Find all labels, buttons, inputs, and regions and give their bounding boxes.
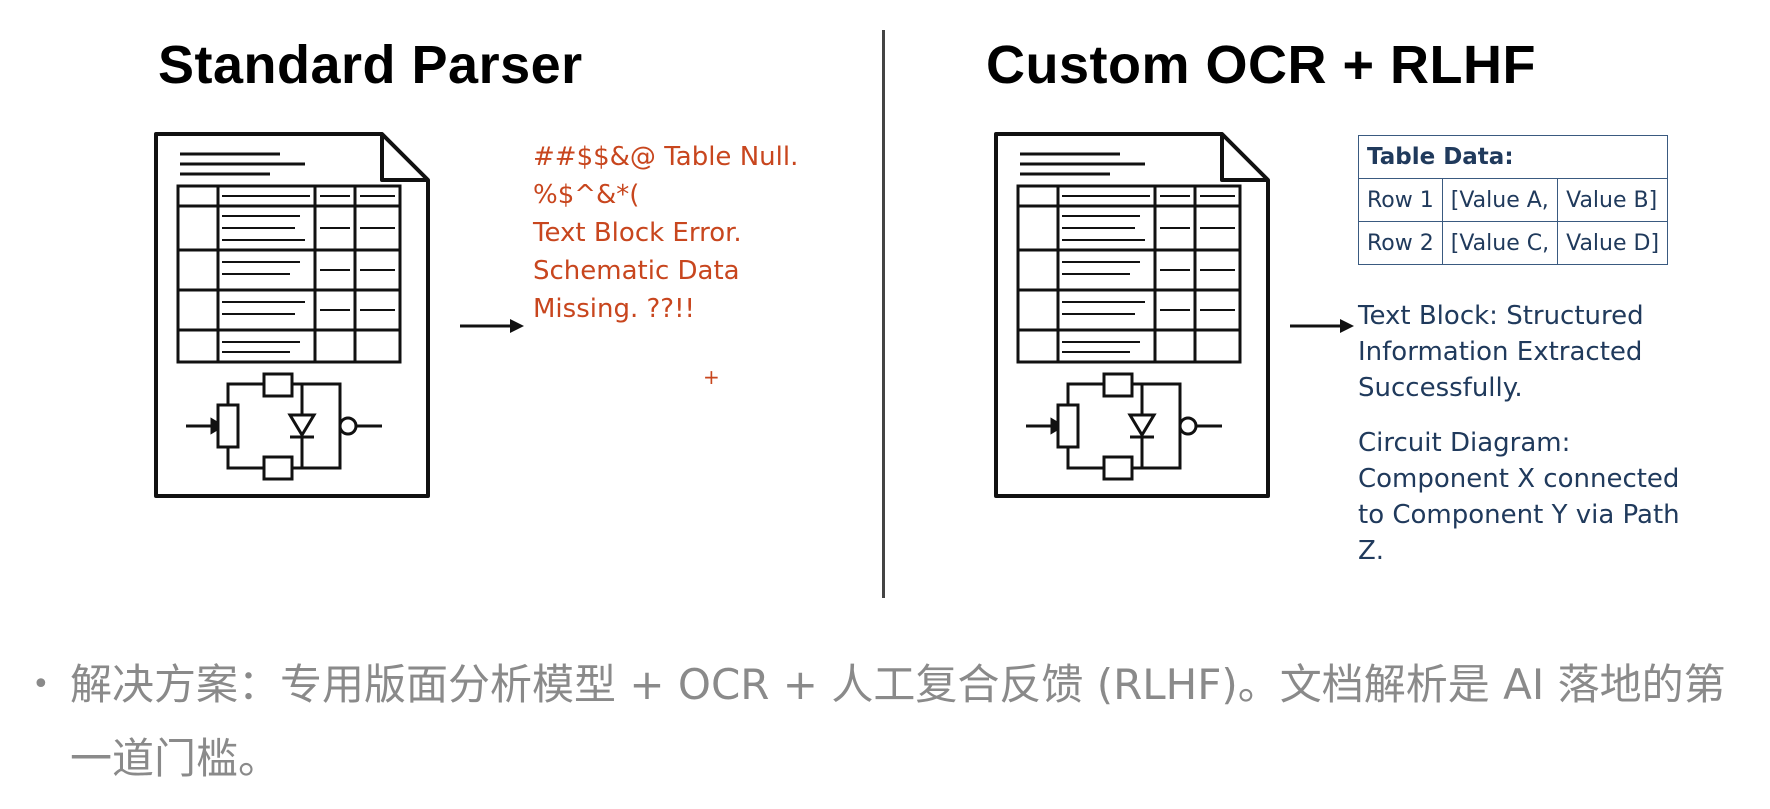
document-with-table-and-circuit-icon <box>154 132 430 498</box>
extracted-table: Table Data: Row 1 [Value A, Value B] Row… <box>1357 135 1669 265</box>
table-title: Table Data: <box>1357 135 1669 179</box>
arrow-right <box>1290 316 1356 340</box>
document-icon-left <box>150 130 434 502</box>
error-line: Missing. ??!! <box>533 294 695 324</box>
table-cell: [Value A, <box>1441 178 1559 222</box>
text-block-result: Text Block: Structured Information Extra… <box>1358 301 1644 403</box>
document-icon-right <box>990 130 1274 502</box>
custom-ocr-heading: Custom OCR + RLHF <box>986 35 1537 95</box>
error-line: %$^&*( <box>533 180 640 210</box>
arrow-left <box>460 316 526 340</box>
table-row: Row 2 [Value C, Value D] <box>1358 221 1669 265</box>
circuit-diagram-result: Circuit Diagram: Component X connected t… <box>1358 428 1680 566</box>
solution-footnote: • 解决方案：专用版面分析模型 + OCR + 人工复合反馈 (RLHF)。文档… <box>32 648 1742 796</box>
stray-mark: + <box>703 365 720 389</box>
error-line: Schematic Data <box>533 256 740 286</box>
panel-divider <box>882 30 885 598</box>
table-row: Row 1 [Value A, Value B] <box>1358 178 1669 222</box>
table-cell: Row 2 <box>1358 221 1443 265</box>
right-arrow-icon <box>460 319 524 333</box>
table-cell: Value B] <box>1557 178 1669 222</box>
parser-error-output: ##$$&@ Table Null. %$^&*( Text Block Err… <box>533 138 798 328</box>
right-arrow-icon <box>1290 319 1354 333</box>
error-line: Text Block Error. <box>533 218 742 248</box>
error-line: ##$$&@ Table Null. <box>533 142 799 172</box>
table-cell: Row 1 <box>1358 178 1443 222</box>
bullet-point: • <box>32 667 50 702</box>
document-with-table-and-circuit-icon <box>994 132 1270 498</box>
table-cell: Value D] <box>1557 221 1669 265</box>
footnote-text: 解决方案：专用版面分析模型 + OCR + 人工复合反馈 (RLHF)。文档解析… <box>70 660 1726 783</box>
standard-parser-heading: Standard Parser <box>158 35 583 95</box>
table-cell: [Value C, <box>1441 221 1559 265</box>
